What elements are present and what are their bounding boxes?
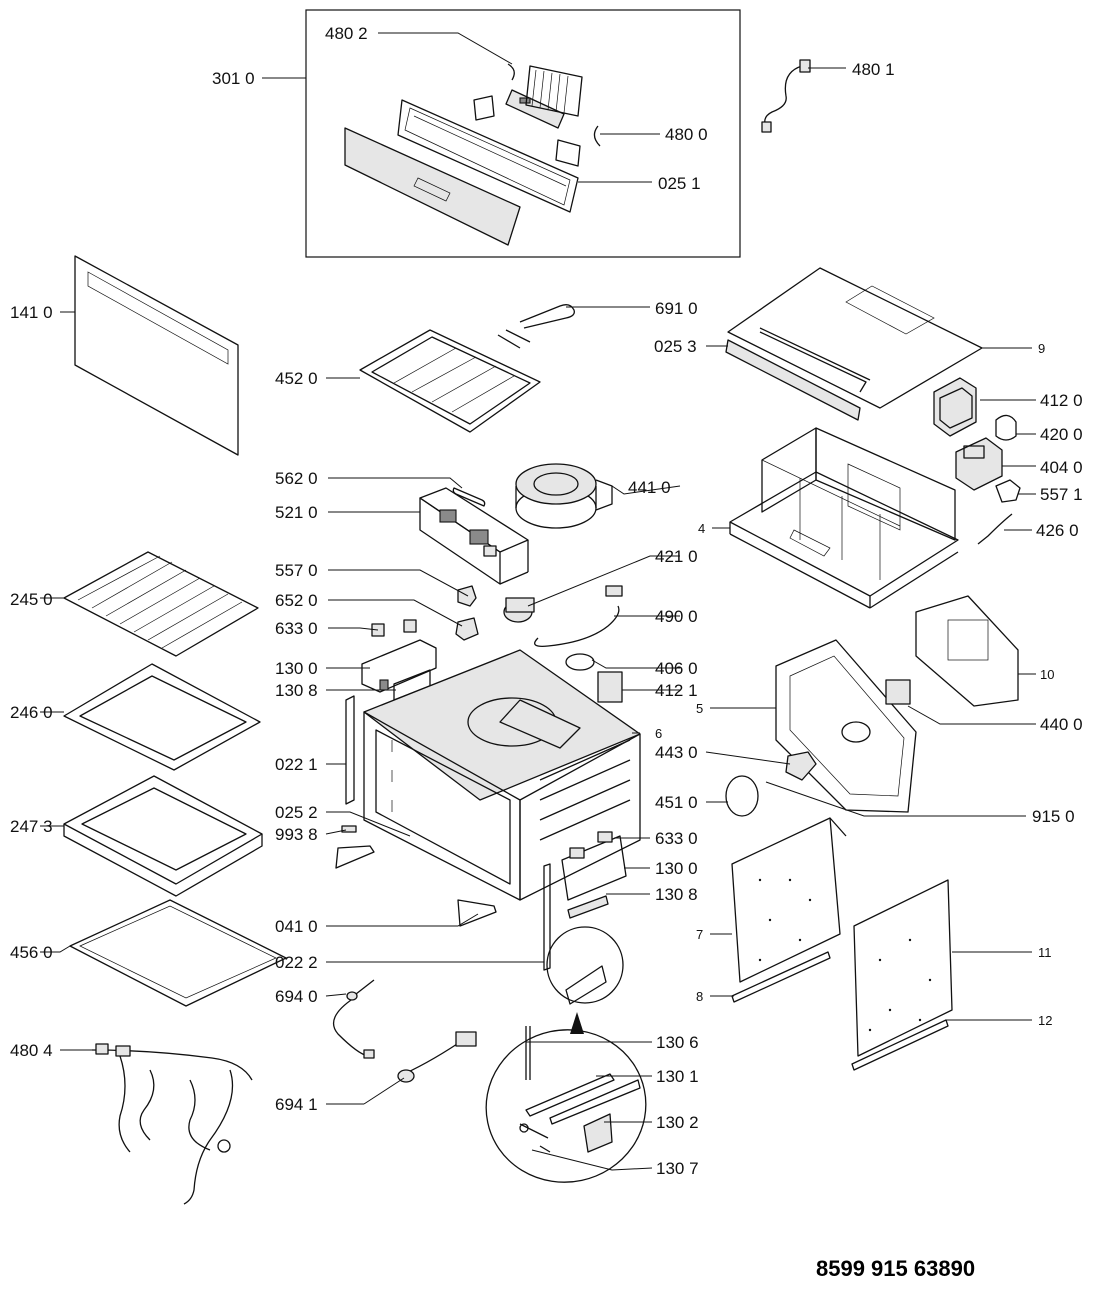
lamp-detail-callout: [485, 926, 647, 1183]
label-490-0: 490 0: [655, 607, 698, 626]
label-130-1: 130 1: [656, 1067, 699, 1086]
label-141-0: 141 0: [10, 303, 53, 322]
oven-accessories: [63, 551, 287, 1007]
label-426-0: 426 0: [1036, 521, 1079, 540]
control-board: [419, 487, 529, 585]
label-521-0: 521 0: [275, 503, 318, 522]
label-130-6: 130 6: [656, 1033, 699, 1052]
label-9: 9: [1038, 341, 1045, 356]
label-406-0: 406 0: [655, 659, 698, 678]
label-4: 4: [698, 521, 705, 536]
label-041-0: 041 0: [275, 917, 318, 936]
label-12: 12: [1038, 1013, 1052, 1028]
side-panels: [731, 817, 953, 1071]
label-130-7: 130 7: [656, 1159, 699, 1178]
label-480-0: 480 0: [665, 125, 708, 144]
label-7: 7: [696, 927, 703, 942]
oven-door: [74, 255, 239, 456]
label-557-1: 557 1: [1040, 485, 1083, 504]
label-441-0: 441 0: [628, 478, 671, 497]
label-246-0: 246 0: [10, 703, 53, 722]
label-480-1: 480 1: [852, 60, 895, 79]
label-633-0-lower: 633 0: [655, 829, 698, 848]
capacitor-and-cord: [503, 585, 623, 647]
label-480-2: 480 2: [325, 24, 368, 43]
label-130-0-lower: 130 0: [655, 859, 698, 878]
rear-wall: [725, 595, 1019, 817]
label-10: 10: [1040, 667, 1054, 682]
oven-cavity: [335, 649, 641, 971]
label-993-8: 993 8: [275, 825, 318, 844]
label-247-3: 247 3: [10, 817, 53, 836]
label-130-0-upper: 130 0: [275, 659, 318, 678]
cable-480-1: [761, 59, 811, 133]
label-130-8-lower: 130 8: [655, 885, 698, 904]
label-8: 8: [696, 989, 703, 1004]
label-301-0: 301 0: [212, 69, 255, 88]
label-456-0: 456 0: [10, 943, 53, 962]
cooling-fan: [515, 463, 613, 529]
label-562-0: 562 0: [275, 469, 318, 488]
label-022-2: 022 2: [275, 953, 318, 972]
label-025-2: 025 2: [275, 803, 318, 822]
label-652-0: 652 0: [275, 591, 318, 610]
label-557-0: 557 0: [275, 561, 318, 580]
document-number: 8599 915 63890: [816, 1256, 976, 1281]
label-421-0: 421 0: [655, 547, 698, 566]
temperature-sensors: [333, 979, 477, 1083]
label-130-8-upper: 130 8: [275, 681, 318, 700]
label-691-0: 691 0: [655, 299, 698, 318]
label-915-0: 915 0: [1032, 807, 1075, 826]
label-451-0: 451 0: [655, 793, 698, 812]
label-245-0: 245 0: [10, 590, 53, 609]
grill-element: [359, 304, 575, 433]
label-6: 6: [655, 726, 662, 741]
label-025-3: 025 3: [654, 337, 697, 356]
label-633-0-upper: 633 0: [275, 619, 318, 638]
label-440-0: 440 0: [1040, 715, 1083, 734]
part-labels: 301 0 480 2 480 1 480 0 025 1 141 0 691 …: [10, 24, 1083, 1178]
label-694-1: 694 1: [275, 1095, 318, 1114]
leader-lines: [40, 32, 1036, 1171]
label-420-0: 420 0: [1040, 425, 1083, 444]
label-130-2: 130 2: [656, 1113, 699, 1132]
label-022-1: 022 1: [275, 755, 318, 774]
chassis-frame: [729, 427, 959, 609]
label-5: 5: [696, 701, 703, 716]
label-480-4: 480 4: [10, 1041, 53, 1060]
label-412-1: 412 1: [655, 681, 698, 700]
label-404-0: 404 0: [1040, 458, 1083, 477]
label-694-0: 694 0: [275, 987, 318, 1006]
label-412-0: 412 0: [1040, 391, 1083, 410]
control-panel-assembly: [305, 9, 741, 258]
label-443-0: 443 0: [655, 743, 698, 762]
label-11: 11: [1038, 945, 1052, 960]
transformer-and-magnetron: [933, 377, 1021, 545]
wiring-harness: [91, 1043, 253, 1205]
label-025-1: 025 1: [658, 174, 701, 193]
label-452-0: 452 0: [275, 369, 318, 388]
